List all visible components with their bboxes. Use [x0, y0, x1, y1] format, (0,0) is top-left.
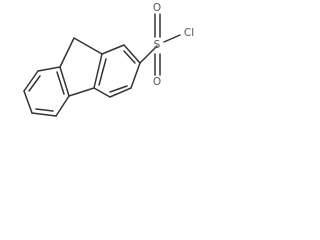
double-bond-inner — [28, 75, 41, 92]
bond-s-cl — [163, 34, 181, 43]
bond — [101, 44, 125, 55]
atom-label-oxygen-bottom: O — [153, 76, 161, 88]
chemical-structure-diagram: S O O Cl — [23, 2, 194, 117]
five-membered-ring — [59, 37, 103, 97]
double-bond-inner — [109, 85, 128, 93]
sulfonyl-chloride-group: S O O Cl — [139, 2, 194, 88]
bond — [23, 90, 33, 114]
atom-label-sulfur: S — [154, 39, 161, 51]
double-bond-inner — [35, 108, 54, 112]
benzene-ring-left — [23, 66, 70, 117]
bond — [123, 44, 141, 64]
bond — [59, 66, 70, 97]
bond — [93, 53, 103, 89]
bond — [23, 70, 39, 92]
bond — [55, 95, 70, 117]
bond — [68, 87, 95, 97]
bond — [59, 37, 75, 68]
bond — [31, 112, 57, 117]
bond — [109, 87, 132, 98]
double-bond-inner — [56, 71, 65, 95]
atom-label-oxygen-top: O — [153, 2, 161, 14]
benzene-ring-right — [93, 44, 141, 98]
double-bond-inner — [98, 58, 107, 86]
bond — [130, 62, 141, 89]
atom-label-chlorine: Cl — [184, 27, 194, 39]
bond-c-s — [139, 45, 158, 64]
bond — [73, 37, 103, 55]
double-bond-inner — [123, 50, 136, 64]
bond — [93, 87, 111, 98]
bond — [37, 66, 61, 72]
